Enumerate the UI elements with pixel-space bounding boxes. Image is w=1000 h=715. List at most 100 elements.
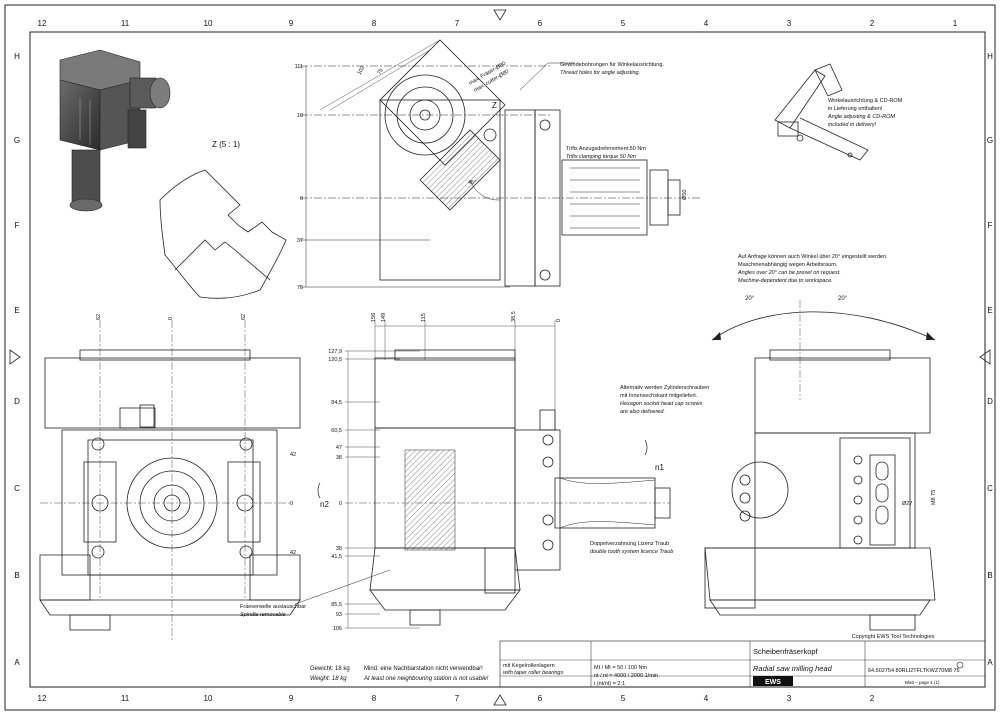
svg-text:127,9: 127,9 [328, 349, 342, 355]
note-screws-de-1: Alternativ werden Zylinderschrauben [620, 385, 709, 391]
note-screws-en-2: are also delivered. [620, 409, 665, 415]
svg-text:F: F [15, 221, 20, 230]
angle-left: 20° [745, 296, 755, 302]
svg-text:115: 115 [421, 313, 427, 322]
note-teeth-de: Doppelverzahnung Lizenz Traub [590, 541, 669, 547]
copyright: Copyright EWS Tool Technologies [852, 634, 935, 640]
top-view-dims: 111 10 0 37 75 [295, 64, 303, 291]
svg-text:38: 38 [336, 455, 342, 461]
side-view-dims-left: 127,9 120,5 84,5 60,5 47 38 0 38 41,5 85… [328, 349, 342, 632]
note-teeth-en: double tooth system licence Traub [590, 549, 673, 555]
svg-text:156: 156 [371, 313, 377, 322]
svg-text:93: 93 [336, 612, 342, 618]
svg-text:E: E [987, 306, 992, 315]
weight-en: Weight: 18 kg [310, 676, 347, 682]
title-de: Scheibenfräserkopf [753, 647, 819, 656]
svg-text:5: 5 [621, 694, 626, 703]
note-trifix-en: Trifix clamping torque 50 Nm [566, 154, 636, 160]
angle-note-de-2: Maschinenabhängig wegen Arbeitsraum. [738, 262, 838, 268]
inner-border [29, 31, 986, 688]
isometric-render [59, 49, 171, 212]
svg-text:38: 38 [336, 546, 342, 552]
svg-text:62: 62 [96, 314, 102, 320]
dia-27: Ø27 [902, 501, 912, 507]
note-screws-de-2: mit Innensechskant mitgeliefert. [620, 393, 698, 399]
svg-text:D: D [987, 397, 993, 406]
svg-text:H: H [987, 52, 993, 61]
svg-text:60,5: 60,5 [331, 428, 342, 434]
marker-z: Z [492, 101, 497, 110]
svg-text:5: 5 [621, 19, 626, 28]
svg-text:120,5: 120,5 [328, 357, 342, 363]
side-view-dim-lines [345, 320, 556, 629]
angle-right: 20° [838, 296, 848, 302]
dim-75-diag: 75 [377, 68, 385, 76]
svg-text:D: D [14, 397, 20, 406]
svg-text:149: 149 [381, 313, 387, 322]
svg-text:C: C [14, 484, 20, 493]
svg-text:3: 3 [787, 19, 792, 28]
svg-text:10: 10 [297, 113, 303, 119]
arrow-left-icon [712, 332, 721, 340]
svg-text:42: 42 [290, 452, 296, 458]
svg-text:11: 11 [121, 19, 130, 28]
svg-text:75: 75 [297, 285, 303, 291]
weight-de: Gewicht: 18 kg [310, 666, 350, 672]
spec-2: nt / nt = 4000 / 2000 1/min [594, 673, 658, 679]
svg-text:12: 12 [38, 19, 47, 28]
svg-text:0: 0 [556, 319, 562, 322]
right-view [704, 349, 936, 631]
svg-text:A: A [14, 658, 20, 667]
svg-text:E: E [14, 306, 19, 315]
svg-text:62: 62 [241, 314, 247, 320]
svg-text:7: 7 [455, 19, 460, 28]
dia-50: Ø50 [682, 190, 688, 200]
angle-kit-en-1: Angle adjusting & CD-ROM [827, 114, 895, 120]
spec-3: i (nt/nt) = 2:1 [594, 681, 625, 687]
svg-text:0: 0 [339, 501, 342, 507]
rotation-n2-icon [317, 482, 321, 499]
svg-text:G: G [14, 136, 20, 145]
svg-text:6: 6 [538, 19, 543, 28]
svg-text:0: 0 [168, 317, 174, 320]
svg-text:47: 47 [336, 445, 342, 451]
station-en: At least one neighbouring station is not… [363, 676, 489, 682]
svg-text:2: 2 [870, 19, 875, 28]
side-view [345, 349, 671, 626]
angle-kit-de-1: Winkelausrichtung & CD-ROM [828, 98, 903, 104]
n1-label: n1 [655, 463, 664, 472]
angle-note-en-1: Angles over 20° can be preset on request… [737, 270, 841, 276]
projection-symbol [956, 661, 964, 669]
svg-text:3: 3 [787, 694, 792, 703]
column-labels-bottom: 12 11 10 9 8 7 6 5 4 3 2 [38, 694, 875, 703]
ews-logo [753, 676, 793, 686]
front-view-dims: 62 0 62 42 0 42 [96, 314, 296, 556]
svg-text:0: 0 [300, 196, 303, 202]
note-thread-de: Gewindebohrungen für Winkelausrichtung. [560, 62, 664, 68]
note-spindle-de: Fraeserwelle austauschbar [240, 604, 306, 610]
outer-border [4, 4, 996, 711]
row-labels-left: H G F E D C B A [14, 52, 20, 667]
dim-102: 102 [357, 65, 367, 76]
svg-text:11: 11 [121, 694, 130, 703]
angle-note-en-2: Machine-dependent due to workspace. [738, 278, 833, 284]
svg-text:9: 9 [289, 694, 294, 703]
svg-text:8: 8 [372, 19, 377, 28]
svg-text:38,5: 38,5 [511, 311, 517, 322]
n2-label: n2 [320, 500, 329, 509]
svg-text:85,5: 85,5 [331, 602, 342, 608]
svg-text:2: 2 [870, 694, 875, 703]
note-thread-en: Thread holes for angle adjusting. [560, 70, 640, 76]
note-trifix-de: Trifix Anzugsdrehmoment 50 Nm [566, 146, 646, 152]
side-view-dims-top: 156 149 115 38,5 0 [371, 311, 562, 322]
svg-text:0: 0 [290, 501, 293, 507]
svg-text:37: 37 [297, 238, 303, 244]
arrow-right-icon [926, 332, 935, 340]
svg-text:1: 1 [953, 19, 958, 28]
svg-text:H: H [14, 52, 20, 61]
svg-text:9: 9 [289, 19, 294, 28]
bearings-de: mit Kegelrollenlagern [503, 663, 555, 669]
top-view [300, 39, 700, 288]
svg-text:111: 111 [295, 64, 303, 70]
note-spindle-en: Spindle removable [240, 612, 286, 618]
